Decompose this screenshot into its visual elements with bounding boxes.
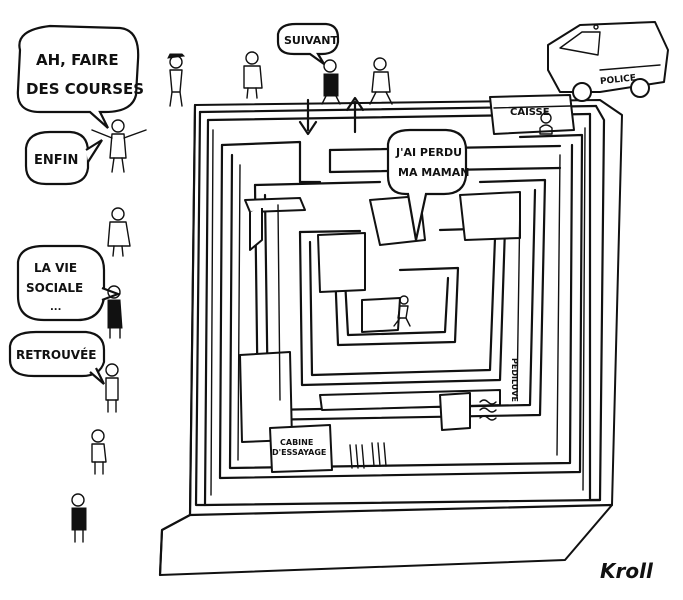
person-standing xyxy=(105,363,119,413)
arms-out-person xyxy=(91,119,147,173)
police-label: POLICE xyxy=(600,73,637,87)
vie-text-line2: SOCIALE xyxy=(26,281,83,295)
enfin-bubble: ENFIN xyxy=(24,130,103,186)
maman-text-line2: MA MAMAN xyxy=(398,166,469,179)
courses-bubble: AH, FAIRE DES COURSES xyxy=(16,24,144,129)
artist-signature: Kroll xyxy=(600,559,654,583)
vie-text-line3: ... xyxy=(50,302,61,313)
person-with-cap xyxy=(167,53,186,107)
man-black-coat xyxy=(107,285,123,339)
cashier-figure xyxy=(539,112,553,135)
retrouvee-text: RETROUVÉE xyxy=(16,347,97,362)
pediluve-sign: PEDILUVE xyxy=(510,358,519,402)
suivant-bubble: SUIVANT xyxy=(276,22,340,65)
enfin-text: ENFIN xyxy=(34,153,78,168)
maman-text-line1: J'AI PERDU xyxy=(395,146,462,159)
woman-top-left xyxy=(243,51,263,99)
cabine-sign-line1: CABINE xyxy=(280,438,313,447)
police-van xyxy=(547,21,669,102)
cabine-sign-line2: D'ESSAYAGE xyxy=(272,448,326,457)
suivant-text: SUIVANT xyxy=(284,34,338,47)
maman-bubble: J'AI PERDU MA MAMAN xyxy=(386,128,469,241)
woman-figure xyxy=(107,207,131,257)
vie-sociale-bubble: LA VIE SOCIALE ... xyxy=(16,244,122,322)
person-bottom xyxy=(71,493,87,543)
retrouvee-bubble: RETROUVÉE xyxy=(8,330,106,385)
man-top-center xyxy=(321,59,341,105)
lost-child-figure xyxy=(393,295,411,327)
courses-text-line2: DES COURSES xyxy=(26,80,144,98)
courses-text-line1: AH, FAIRE xyxy=(36,51,119,69)
kid-figure xyxy=(91,429,107,475)
walker-top-right xyxy=(369,57,393,105)
maze-store xyxy=(158,94,623,577)
vie-text-line1: LA VIE xyxy=(34,261,77,275)
caisse-sign: CAISSE xyxy=(510,107,550,118)
